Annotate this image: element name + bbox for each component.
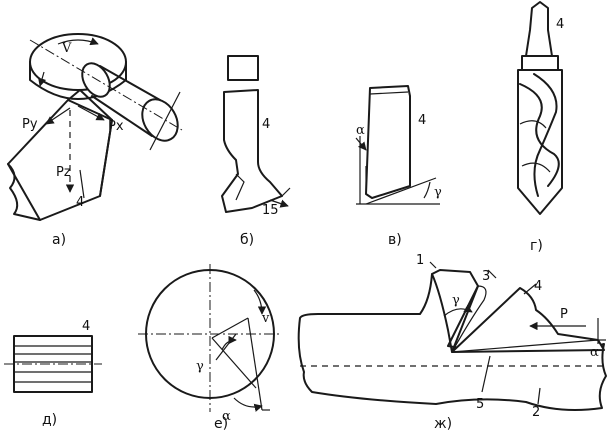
panel-zh: 1 3 4 5 2 γ α P ж) bbox=[297, 253, 607, 432]
panel-a-workpiece bbox=[29, 33, 183, 151]
panel-b-body bbox=[221, 89, 283, 213]
panel-g: 4 г) bbox=[517, 1, 564, 254]
panel-a-tool-label: 4 bbox=[76, 195, 84, 210]
panel-b: 4 15 б) bbox=[221, 55, 291, 248]
panel-zh-label-1: 1 bbox=[416, 253, 424, 268]
panel-a: V Py Px Pz 4 а) bbox=[7, 33, 183, 248]
panel-v-alpha-label: α bbox=[356, 123, 365, 138]
panel-zh-alpha-label: α bbox=[590, 345, 599, 360]
panel-d-caption: д) bbox=[42, 412, 57, 428]
panel-g-shank bbox=[525, 1, 553, 57]
panel-zh-label-3: 3 bbox=[482, 269, 490, 284]
panel-v-tool-label: 4 bbox=[418, 113, 426, 128]
panel-zh-label-2: 2 bbox=[532, 405, 540, 420]
panel-e-caption: е) bbox=[214, 416, 228, 432]
panel-a-px-label: Px bbox=[108, 119, 124, 134]
panel-b-tool-label: 4 bbox=[262, 117, 270, 132]
panel-a-caption: а) bbox=[52, 232, 66, 248]
panel-zh-force-label: P bbox=[560, 307, 568, 322]
panel-a-pz-label: Pz bbox=[56, 165, 71, 180]
panel-zh-gamma-label: γ bbox=[452, 293, 460, 308]
panel-b-edge-label: 15 bbox=[262, 203, 279, 218]
panel-b-shank-top bbox=[227, 55, 259, 81]
panel-a-v-label: V bbox=[61, 41, 72, 56]
panel-v-body bbox=[365, 85, 411, 199]
panel-e-gamma-label: γ bbox=[196, 359, 204, 374]
panel-zh-workpiece bbox=[297, 269, 607, 411]
panel-a-py-label: Py bbox=[22, 117, 38, 132]
panel-d-tool-label: 4 bbox=[82, 319, 90, 334]
panel-e-v-label: v bbox=[261, 311, 270, 326]
panel-v: 4 α γ в) bbox=[355, 85, 442, 248]
panel-v-caption: в) bbox=[388, 232, 402, 248]
panel-g-caption: г) bbox=[530, 238, 543, 254]
panel-zh-label-5: 5 bbox=[476, 397, 484, 412]
panel-zh-caption: ж) bbox=[434, 416, 452, 432]
panel-g-tool-label: 4 bbox=[556, 17, 564, 32]
panel-e-alpha-label: α bbox=[222, 409, 231, 424]
panel-zh-tool bbox=[451, 287, 605, 353]
panel-zh-label-4: 4 bbox=[534, 279, 542, 294]
panel-b-caption: б) bbox=[240, 232, 254, 248]
panel-a-tool bbox=[7, 89, 113, 221]
panel-e: v γ α е) bbox=[138, 264, 282, 432]
panel-d: 4 д) bbox=[4, 319, 102, 428]
panel-v-gamma-label: γ bbox=[434, 185, 442, 200]
